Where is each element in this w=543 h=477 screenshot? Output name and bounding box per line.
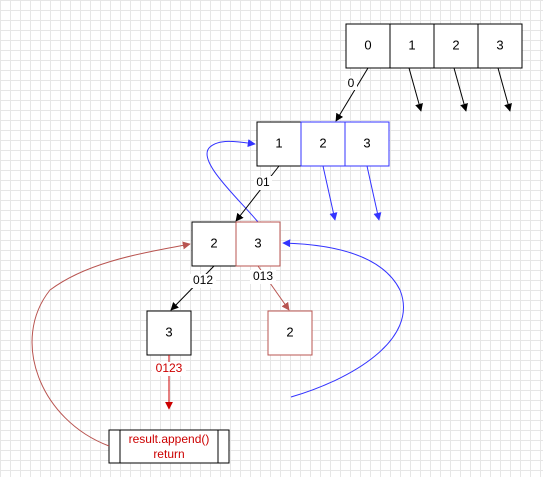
result-append-text: result.append(): [129, 432, 210, 446]
level0-cell-2-label: 2: [452, 37, 459, 52]
level1-cell-1: [256, 121, 302, 167]
level1-branch-arrow-3: [366, 165, 382, 221]
level2-cell-2-label: 2: [210, 235, 217, 250]
edge-level1-to-level2: [235, 165, 280, 222]
level0-cell-3: [477, 23, 523, 69]
level0-cell-1-label: 1: [408, 37, 415, 52]
edge-label-bg: [345, 76, 357, 90]
level0-cell-0: [345, 23, 391, 69]
level1-cell-2-label: 2: [319, 135, 326, 150]
level0-branch-arrow-3: [497, 67, 512, 112]
level2-cell-3-label: 3: [254, 235, 261, 250]
level1-array: 1 2 3: [256, 121, 390, 167]
result-box: result.append() return: [108, 429, 230, 464]
backtrack-arrow-level2-to-level1: [206, 139, 259, 223]
edge-label-01: 01: [256, 175, 270, 189]
level2-array: 2 3: [191, 221, 281, 267]
level0-branch-arrow-1: [408, 67, 423, 112]
level0-cell-1: [389, 23, 435, 69]
level1-cell-1-label: 1: [275, 135, 282, 150]
result-return-text: return: [153, 447, 184, 461]
edge-label-012: 012: [193, 273, 213, 287]
edge-label-0: 0: [348, 76, 355, 90]
level3-left-node-label: 3: [165, 324, 172, 339]
level1-cell-3: [344, 121, 390, 167]
edge-label-bg: [190, 274, 216, 288]
level1-branch-arrow-2: [322, 165, 338, 221]
backtrack-arrow-right-to-level2: [282, 239, 404, 398]
level1-cell-2: [300, 121, 346, 167]
edge-label-0123: 0123: [156, 361, 183, 375]
backtrack-arrow-result-to-level2: [31, 241, 191, 447]
edge-label-013: 013: [253, 269, 273, 283]
level0-array: 0 1 2 3: [345, 23, 523, 69]
level3-left-node: [146, 310, 192, 356]
level0-cell-2: [433, 23, 479, 69]
level1-cell-3-label: 3: [363, 135, 370, 150]
level3-right-node-label: 2: [286, 324, 293, 339]
level0-cell-0-label: 0: [364, 37, 371, 52]
edge-label-bg: [254, 176, 272, 190]
edge-level0-to-level1: [335, 67, 369, 122]
level3-right-node: [267, 310, 313, 356]
level0-cell-3-label: 3: [496, 37, 503, 52]
level0-branch-arrow-2: [453, 67, 468, 112]
edge-label-bg: [250, 270, 276, 284]
edge-label-bg: [152, 362, 186, 376]
